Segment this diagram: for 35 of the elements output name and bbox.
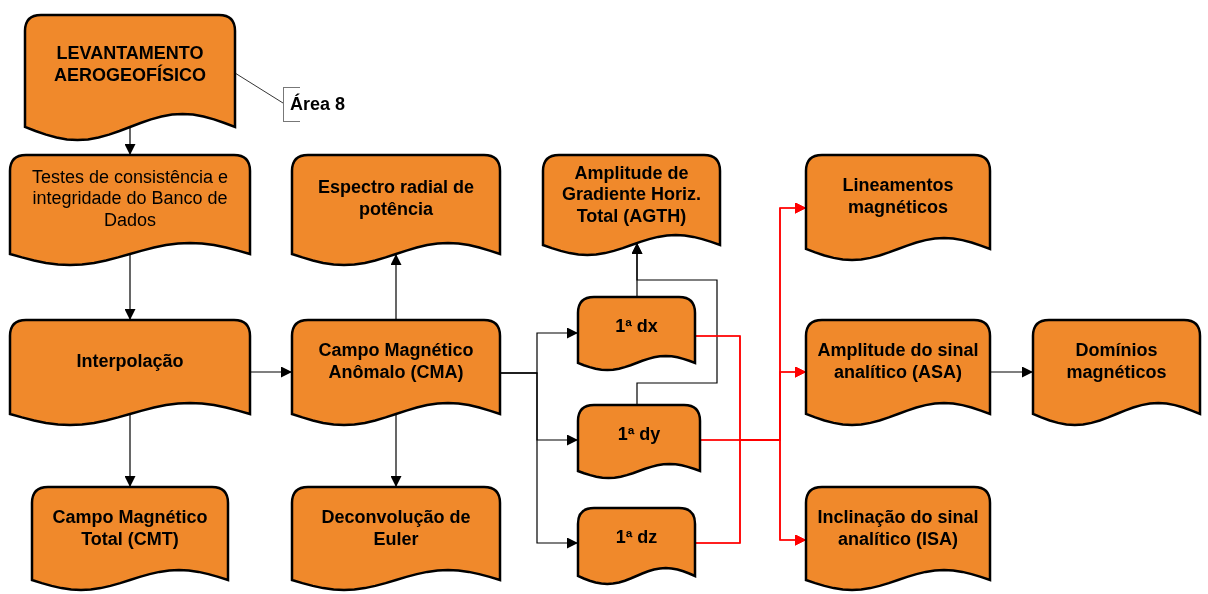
arrow: [390, 413, 402, 488]
node-label: Deconvolução de Euler: [320, 506, 472, 551]
node-label: Espectro radial de potência: [316, 177, 476, 221]
document-box: [292, 155, 500, 265]
node-label: Campo Magnético Total (CMT): [51, 506, 209, 551]
document-box: [292, 320, 500, 425]
node-label: LEVANTAMENTO AEROGEOFÍSICO: [53, 42, 207, 87]
node-label: Amplitude de Gradiente Horiz. Total (AGTH): [561, 162, 702, 228]
node-label: Lineamentos magnéticos: [841, 174, 955, 219]
node-label: 1ª dy: [617, 423, 661, 446]
arrow: [390, 253, 402, 321]
document-box: [543, 155, 720, 255]
document-box: [32, 487, 228, 590]
node-label: 1ª dz: [615, 527, 658, 549]
arrow: [631, 242, 718, 406]
document-box: [578, 405, 700, 478]
node-label: Domínios magnéticos: [1065, 339, 1168, 384]
document-box: [25, 15, 235, 140]
document-box: [10, 320, 250, 425]
annotation-text: Área 8: [290, 93, 346, 116]
node-label: Amplitude do sinal analítico (ASA): [816, 339, 980, 384]
node-label: 1ª dx: [615, 315, 658, 338]
node-label: Inclinação do sinal analítico (ISA): [816, 506, 980, 551]
node-label: Interpolação: [76, 350, 184, 373]
document-box: [10, 155, 250, 265]
arrow: [124, 413, 136, 488]
document-box: [578, 508, 695, 584]
document-box: [292, 487, 500, 590]
document-box: [806, 320, 990, 425]
document-box: [806, 487, 990, 590]
document-box: [578, 297, 695, 370]
document-box: [806, 155, 990, 260]
node-label: Testes de consistência e integridade do Banco de Dados: [30, 166, 230, 232]
document-box: [1033, 320, 1200, 425]
node-label: Campo Magnético Anômalo (CMA): [317, 339, 475, 384]
